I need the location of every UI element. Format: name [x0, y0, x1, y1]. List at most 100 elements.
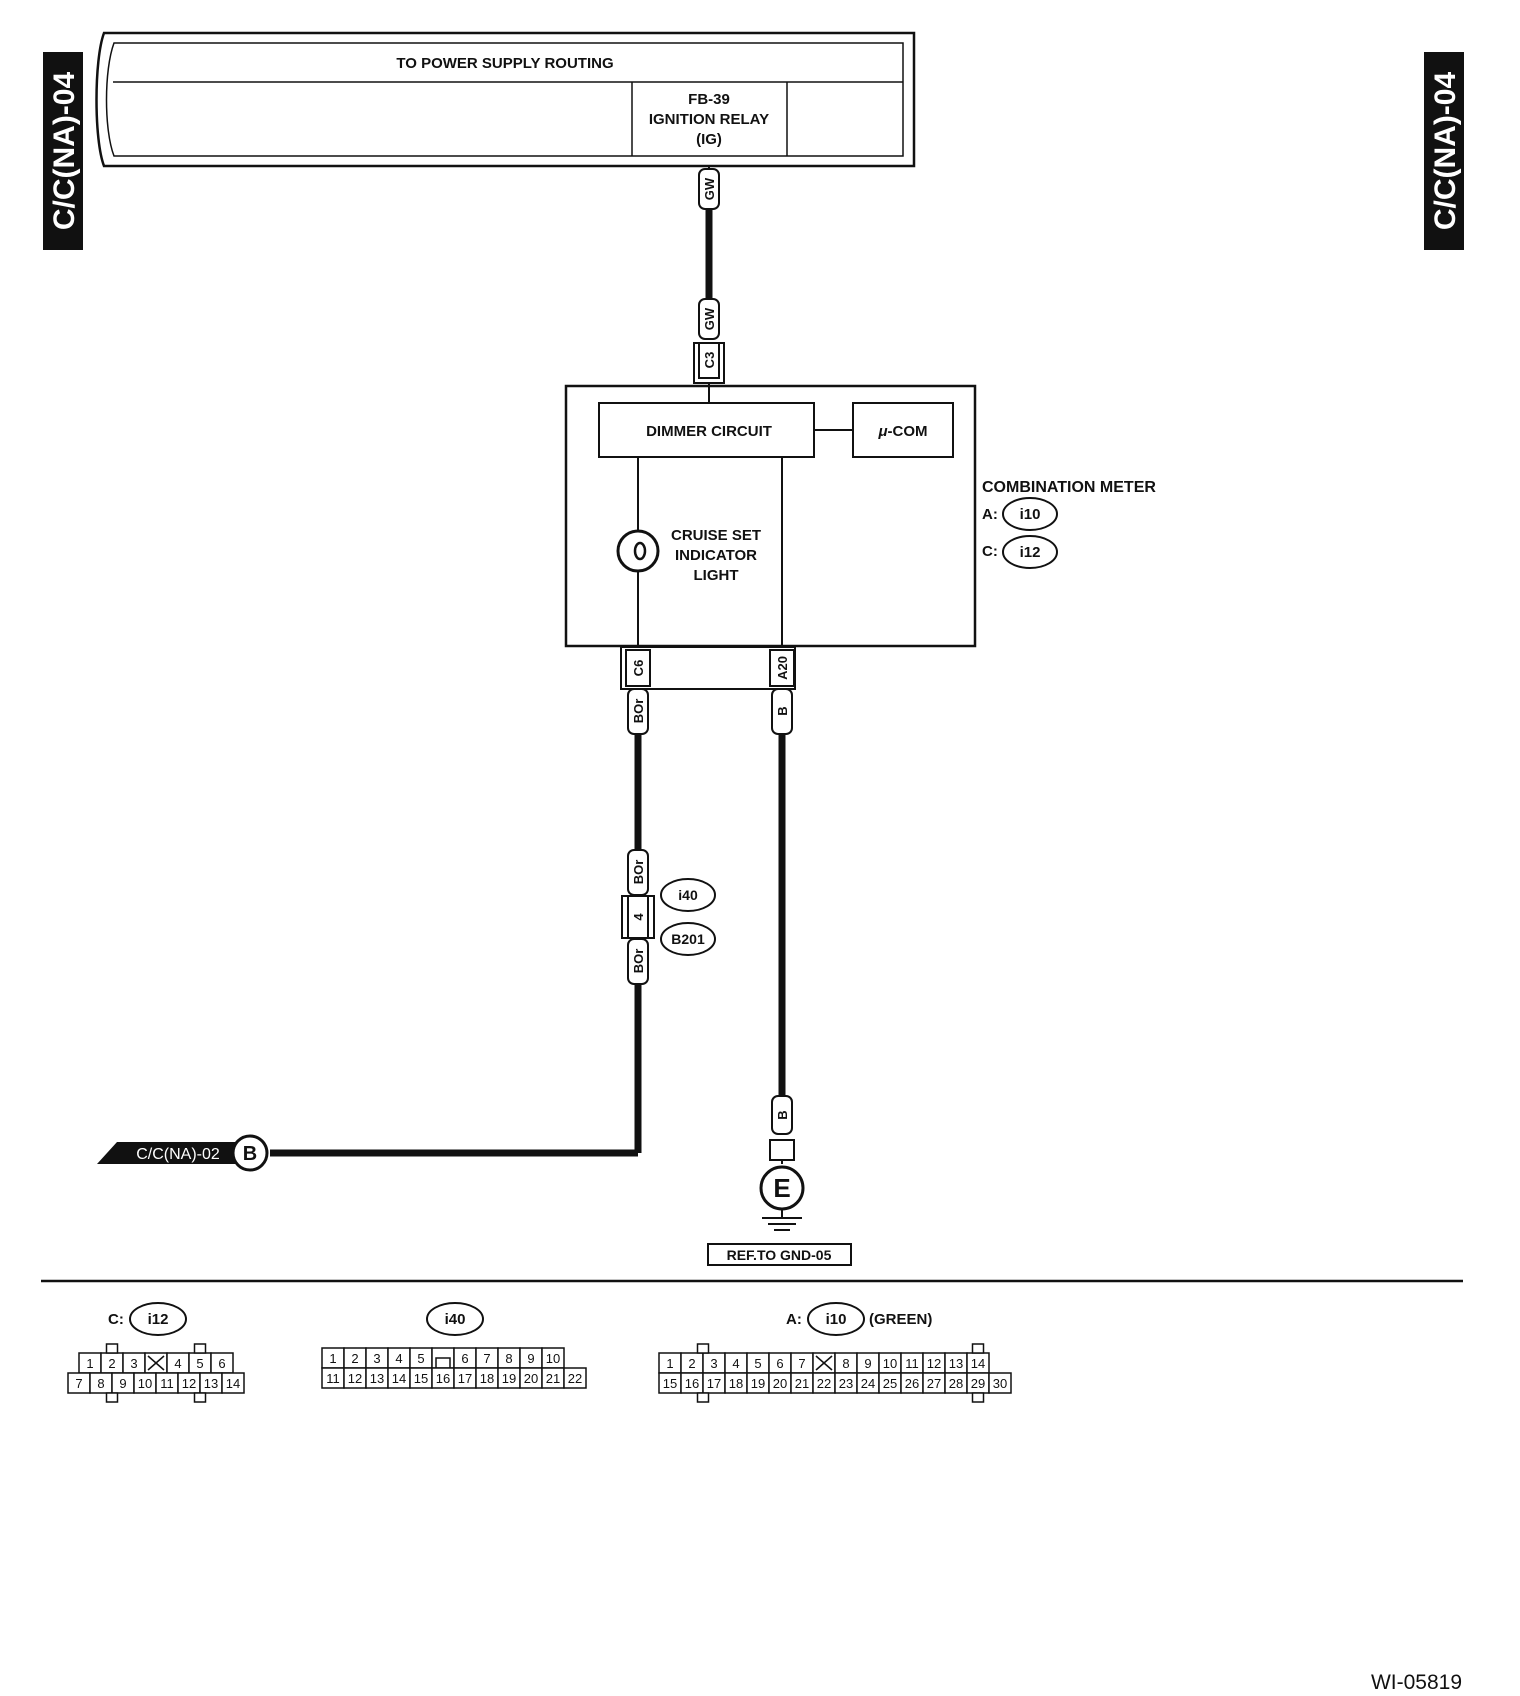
connector-pin-number: 16 — [685, 1376, 699, 1391]
connector-pin-number: 3 — [373, 1351, 380, 1366]
connector-pin-number: 18 — [729, 1376, 743, 1391]
connector-pin-cell — [563, 1367, 587, 1389]
ground-ref: REF.TO GND-05 — [727, 1247, 832, 1263]
connector-pin-number: 21 — [795, 1376, 809, 1391]
junction-pin: 4 — [631, 913, 646, 921]
connector-pin-number: 2 — [108, 1356, 115, 1371]
connector-pin-number: 8 — [505, 1351, 512, 1366]
connector-pin-number: 11 — [326, 1371, 340, 1386]
lamp-label-line2: INDICATOR — [675, 547, 757, 564]
connector-pin-number: 1 — [86, 1356, 93, 1371]
document-code: WI-05819 — [1371, 1671, 1462, 1694]
side-tab-right: C/C(NA)-04 — [1424, 52, 1464, 250]
connector-pin-number: 21 — [546, 1371, 560, 1386]
svg-text:BOr: BOr — [631, 949, 646, 974]
connector-pin-number: 4 — [395, 1351, 402, 1366]
connector-pin-number: 13 — [949, 1356, 963, 1371]
meter-title: COMBINATION METER — [982, 479, 1156, 496]
side-tab-left: C/C(NA)-04 — [43, 52, 83, 250]
connector-pin-number: 6 — [461, 1351, 468, 1366]
offpage-label: C/C(NA)-02 — [136, 1146, 220, 1163]
offpage-connector: C/C(NA)-02 B — [97, 1134, 269, 1172]
connector-pin-number: 12 — [927, 1356, 941, 1371]
connector-pin-number: 6 — [776, 1356, 783, 1371]
connector-pin-number: 7 — [75, 1376, 82, 1391]
connector-pin-number: 1 — [666, 1356, 673, 1371]
connector-pin-number: 12 — [348, 1371, 362, 1386]
connector-pin-number: 5 — [754, 1356, 761, 1371]
combination-meter: DIMMER CIRCUIT μ-COM CRUISE SET INDICATO… — [564, 384, 977, 648]
connector-pin-number: 5 — [196, 1356, 203, 1371]
connector-pin-number: 1 — [329, 1351, 336, 1366]
connector-pin-number: 5 — [417, 1351, 424, 1366]
connector-pin-number: 10 — [546, 1351, 560, 1366]
connector-pin-number: 30 — [993, 1376, 1007, 1391]
connector-pin-number: 6 — [218, 1356, 225, 1371]
svg-text:i12: i12 — [148, 1311, 169, 1328]
connector-pin-number: 2 — [351, 1351, 358, 1366]
wire-label-gw-bottom: GW — [698, 298, 720, 340]
connector-pin-number: 17 — [458, 1371, 472, 1386]
offpage-marker: B — [243, 1143, 257, 1165]
wire-label-gw-top: GW — [698, 168, 720, 210]
terminal-c6: C6 — [631, 660, 646, 677]
connector-pin-number: 10 — [138, 1376, 152, 1391]
wire-label-bor-mid-bottom: BOr — [627, 938, 649, 985]
connector-pin-number: 4 — [174, 1356, 181, 1371]
side-tab-left-label: C/C(NA)-04 — [48, 72, 81, 231]
connector-pin-number: 25 — [883, 1376, 897, 1391]
connector-pin-number: 15 — [663, 1376, 677, 1391]
connector-pin-number: 28 — [949, 1376, 963, 1391]
connector-pin-number: 27 — [927, 1376, 941, 1391]
svg-text:BOr: BOr — [631, 699, 646, 724]
ucom-label: μ-COM — [877, 423, 927, 440]
relay-name: IGNITION RELAY — [649, 111, 769, 128]
svg-text:A:: A: — [982, 506, 998, 523]
terminal-a20: A20 — [775, 656, 790, 680]
connector-pin-number: 11 — [160, 1376, 174, 1391]
connector-pin-number: 29 — [971, 1376, 985, 1391]
lamp-label-line3: LIGHT — [694, 567, 739, 584]
relay-code: FB-39 — [688, 91, 730, 108]
connector-pin-number: 14 — [971, 1356, 985, 1371]
connector-pin-number: 14 — [226, 1376, 240, 1391]
wire-label-b-upper: B — [771, 688, 793, 735]
connector-pin-number: 12 — [182, 1376, 196, 1391]
connector-pin-number: 8 — [842, 1356, 849, 1371]
svg-text:A:: A: — [786, 1311, 802, 1328]
connector-pin-number: 16 — [436, 1371, 450, 1386]
svg-text:C3: C3 — [702, 352, 717, 369]
lamp-label-line1: CRUISE SET — [671, 527, 761, 544]
terminal-c3: C3 — [693, 342, 725, 384]
junction-conn-b201: B201 — [671, 931, 705, 947]
connector-pin-number: 9 — [864, 1356, 871, 1371]
meter-title-block: COMBINATION METER A: i10 C: i12 — [982, 479, 1156, 569]
connector-pin-cell — [221, 1372, 245, 1394]
connector-pin-number: 3 — [710, 1356, 717, 1371]
connector-pin-number: 18 — [480, 1371, 494, 1386]
svg-text:C:: C: — [108, 1311, 124, 1328]
connector-pin-number: 7 — [798, 1356, 805, 1371]
connector-pin-number: 20 — [524, 1371, 538, 1386]
connector-pin-number: 19 — [751, 1376, 765, 1391]
connector-pin-number: 14 — [392, 1371, 406, 1386]
meter-conn-c: i12 — [1020, 544, 1041, 561]
connector-pin-number: 24 — [861, 1376, 875, 1391]
meter-conn-a: i10 — [1020, 506, 1041, 523]
wires — [270, 206, 786, 1157]
connector-pin-number: 22 — [817, 1376, 831, 1391]
svg-text:(GREEN): (GREEN) — [869, 1311, 932, 1328]
connector-pin-number: 11 — [905, 1356, 919, 1371]
junction-connector: 4 i40 B201 — [621, 878, 716, 956]
indicator-lamp-icon — [616, 529, 660, 573]
svg-text:i40: i40 — [445, 1311, 466, 1328]
connector-pin-number: 9 — [527, 1351, 534, 1366]
dimmer-circuit-label: DIMMER CIRCUIT — [646, 423, 772, 440]
connector-pin-number: 20 — [773, 1376, 787, 1391]
ground-section: B E REF.TO GND-05 — [707, 1095, 852, 1266]
wire-label-bor-mid-top: BOr — [627, 849, 649, 896]
wire-label-bor-upper: BOr — [627, 688, 649, 735]
svg-text:BOr: BOr — [631, 860, 646, 885]
